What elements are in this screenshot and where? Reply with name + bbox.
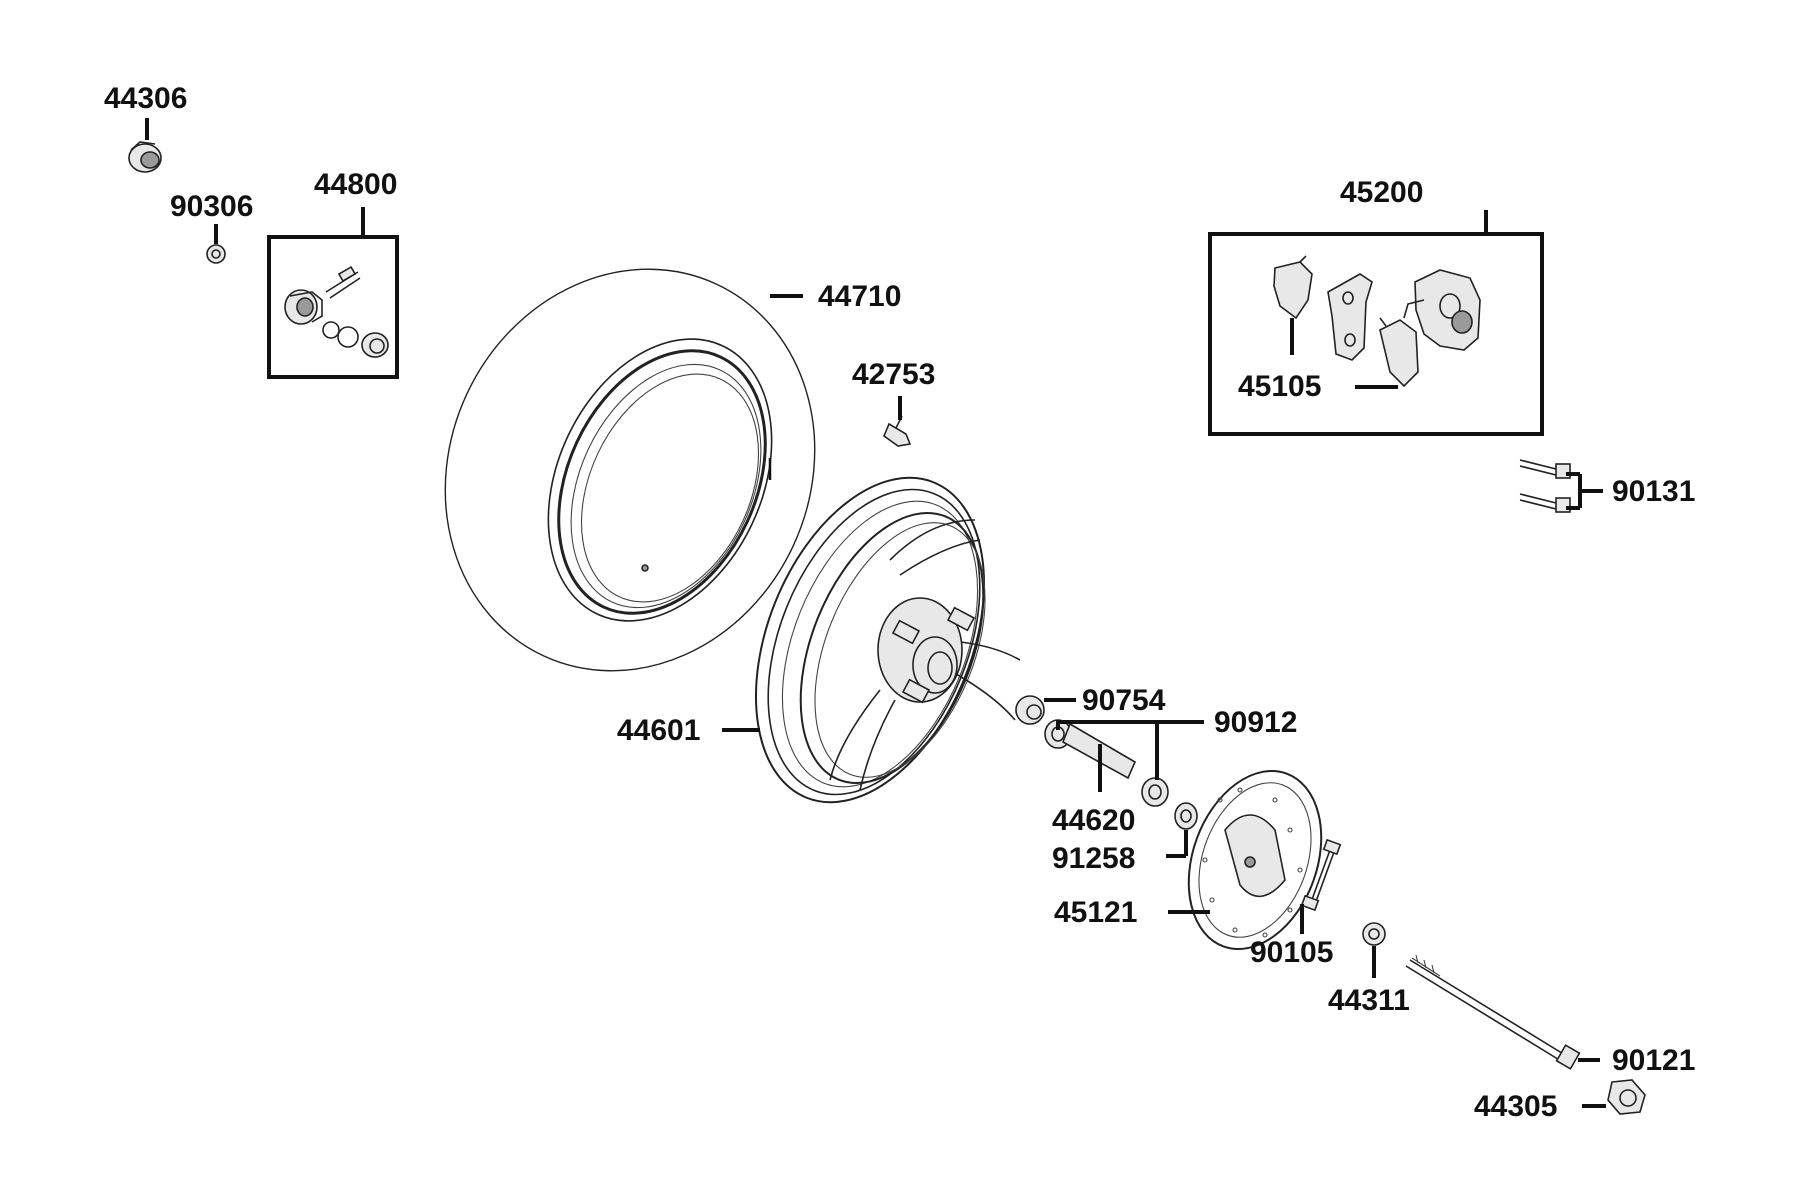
callout-labels: 44306 90306 44800 44710 42753 45200 4510… bbox=[104, 82, 1695, 1123]
callout-45105: 45105 bbox=[1238, 370, 1321, 403]
callout-90131: 90131 bbox=[1612, 475, 1695, 508]
callout-44800: 44800 bbox=[314, 168, 397, 201]
part-90912-bearings bbox=[1044, 719, 1169, 807]
callout-44311: 44311 bbox=[1328, 984, 1410, 1017]
part-45200-caliper bbox=[1273, 255, 1481, 388]
part-44311-collar bbox=[1362, 922, 1386, 946]
part-91258-seal bbox=[1174, 802, 1198, 830]
callout-44710: 44710 bbox=[818, 280, 901, 313]
leader-lines bbox=[145, 118, 1606, 1108]
part-90121-axle bbox=[1405, 954, 1581, 1070]
callout-90306: 90306 bbox=[170, 190, 253, 223]
callout-45121: 45121 bbox=[1054, 896, 1137, 929]
part-90105-bolts bbox=[1300, 838, 1342, 912]
part-44601-rim bbox=[754, 476, 1021, 804]
callout-44305: 44305 bbox=[1474, 1090, 1557, 1123]
callout-90105: 90105 bbox=[1250, 936, 1333, 969]
callout-91258: 91258 bbox=[1052, 842, 1135, 875]
callout-44620: 44620 bbox=[1052, 804, 1135, 837]
part-44306-nut bbox=[128, 141, 162, 173]
part-42753-valve bbox=[883, 415, 912, 447]
part-44305-nut bbox=[1607, 1079, 1646, 1115]
callout-42753: 42753 bbox=[852, 358, 935, 391]
callout-45200: 45200 bbox=[1340, 176, 1423, 209]
part-90754-seal bbox=[1015, 695, 1045, 725]
part-90306-nut bbox=[206, 244, 226, 264]
part-45121-brake-disc bbox=[1187, 769, 1323, 951]
callout-44306: 44306 bbox=[104, 82, 187, 115]
callout-90912: 90912 bbox=[1214, 706, 1297, 739]
part-44710-tyre bbox=[444, 268, 816, 672]
part-44800-gear-kit bbox=[284, 265, 389, 358]
part-90131-bolts bbox=[1519, 459, 1571, 513]
callout-90754: 90754 bbox=[1082, 684, 1166, 717]
callout-90121: 90121 bbox=[1612, 1044, 1695, 1077]
callout-44601: 44601 bbox=[617, 714, 700, 747]
